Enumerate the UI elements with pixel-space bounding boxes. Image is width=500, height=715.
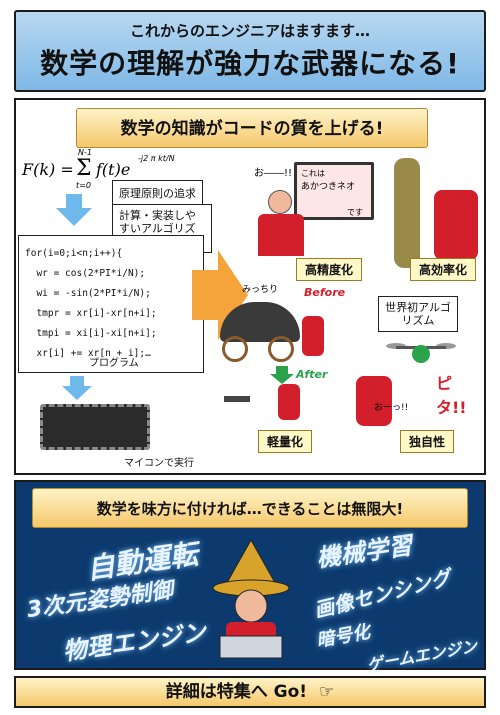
dft-formula: F(k) = N-1 Σ t=0 f(t)e -j2 π kt/N xyxy=(22,148,182,190)
code-line: tmpi = xi[i]-xi[n+i]; xyxy=(25,328,157,339)
arrow-down-icon xyxy=(270,366,294,384)
sfx-mitchiri: みっちり xyxy=(242,285,279,295)
sfx-ooh: おーっ!! xyxy=(374,403,409,413)
wheel-icon xyxy=(268,336,294,362)
screen-text: あかつきネオ xyxy=(301,182,356,192)
heavy-cart-icon xyxy=(220,302,300,342)
pointing-hand-icon: ☞ xyxy=(318,682,335,702)
code-line: wi = -sin(2*PI*i/N); xyxy=(25,288,151,299)
character-head-icon xyxy=(268,190,292,214)
code-caption: プログラム xyxy=(89,358,139,369)
arrow-down-icon xyxy=(56,194,92,226)
precision-panel: お――!! これは あかつきネオ です 高精度化 高効率化 xyxy=(254,150,480,281)
section-math-code: 数学の知識がコードの質を上げる! F(k) = N-1 Σ t=0 f(t)e … xyxy=(14,98,486,475)
tag-efficiency: 高効率化 xyxy=(410,258,477,281)
sigma-icon: Σ xyxy=(76,156,92,181)
tag-unique: 独自性 xyxy=(400,430,455,453)
word-physics: 物理エンジン xyxy=(61,618,208,666)
word-crypto: 暗号化 xyxy=(314,621,372,652)
character-body-icon xyxy=(258,214,304,256)
tag-precision: 高精度化 xyxy=(296,258,363,281)
word-game: ゲームエンジン xyxy=(365,636,479,675)
formula-sum-bottom: t=0 xyxy=(76,181,91,190)
footer-label[interactable]: 詳細は特集へ Go! xyxy=(165,682,308,702)
word-ml: 機械学習 xyxy=(314,531,414,573)
footer-cta[interactable]: 詳細は特集へ Go! ☞ xyxy=(14,676,486,708)
sfx-oo: お――!! xyxy=(254,168,293,179)
sfx-pita: ピタ!! xyxy=(436,374,467,417)
section-possibilities: 数学を味方に付ければ…できることは無限大! 自動運転 機械学習 3次元姿勢制御 … xyxy=(14,480,486,675)
wheel-icon xyxy=(222,336,248,362)
chip-caption: マイコンで実行 xyxy=(124,458,194,469)
tag-light: 軽量化 xyxy=(258,430,313,453)
label-before: Before xyxy=(304,286,346,299)
arrow-down-icon xyxy=(62,376,92,400)
formula-body: f(t)e xyxy=(96,160,131,179)
section2-ribbon: 数学を味方に付ければ…できることは無限大! xyxy=(32,488,468,528)
character-icon xyxy=(356,376,392,426)
character-icon xyxy=(278,384,300,420)
arrow-right-icon xyxy=(192,250,248,340)
code-line: tmpr = xr[i]-xr[n+i]; xyxy=(25,308,157,319)
callout-principle: 原理原則の追求 xyxy=(112,180,203,206)
character-icon xyxy=(434,190,478,260)
code-line: for(i=0;i<n;i++){ xyxy=(25,248,123,259)
code-box: for(i=0;i<n;i++){ wr = cos(2*PI*i/N); wi… xyxy=(18,235,204,373)
lightweight-panel: みっちり Before After 軽量化 xyxy=(214,280,354,453)
header-subtitle: これからのエンジニアはますます… xyxy=(129,22,370,40)
microcontroller-chip-icon xyxy=(40,404,150,450)
code-line: wr = cos(2*PI*i/N); xyxy=(25,268,146,279)
monitor-screen: これは あかつきネオ です xyxy=(294,162,374,220)
formula-exponent: -j2 π kt/N xyxy=(138,154,175,163)
section1-ribbon: 数学の知識がコードの質を上げる! xyxy=(76,108,428,148)
label-after: After xyxy=(296,368,328,381)
screen-text: です xyxy=(347,208,363,217)
formula-lhs: F(k) = xyxy=(22,160,74,179)
drone-icon xyxy=(386,340,456,370)
header-banner: これからのエンジニアはますます… 数学の理解が強力な武器になる! xyxy=(14,10,486,92)
callout-world-first: 世界初アルゴリズム xyxy=(378,296,458,332)
screen-text: これは xyxy=(301,169,325,178)
light-cart-icon xyxy=(224,396,250,402)
code-line: xr[i] += xr[n + i];… xyxy=(25,348,151,359)
formula-sum-top: N-1 xyxy=(78,148,92,157)
character-icon xyxy=(302,316,324,356)
robot-figure-icon xyxy=(394,158,420,268)
unique-panel: 世界初アルゴリズム ピタ!! おーっ!! 独自性 xyxy=(356,280,482,453)
wizard-character-icon xyxy=(212,538,290,660)
header-title: 数学の理解が強力な武器になる! xyxy=(40,47,460,80)
